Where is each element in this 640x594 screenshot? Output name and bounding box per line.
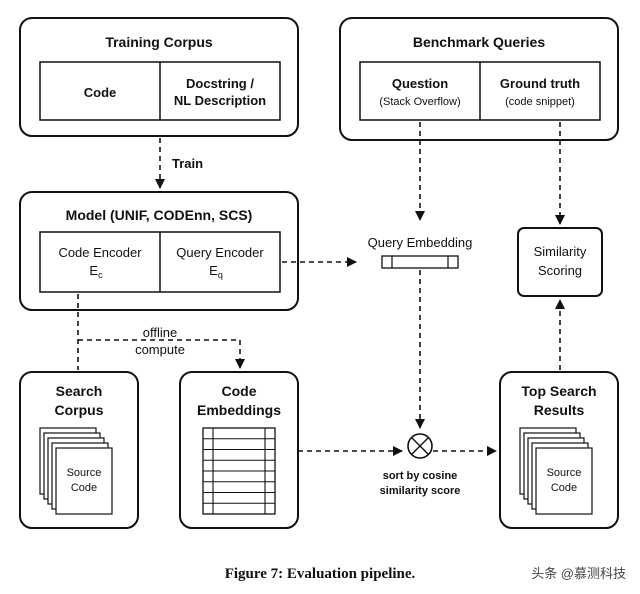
model-box: Model (UNIF, CODEnn, SCS) Code Encoder E… [19,191,299,311]
search-corpus-documents-icon [39,427,113,515]
search-corpus-title-line1: Search [56,383,103,399]
code-encoder-symbol: Ec [89,263,103,280]
watermark: 头条 @慕测科技 [531,566,626,581]
cosine-compare-node [407,433,433,459]
code-embeddings-title-line1: Code [222,383,257,399]
training-corpus-box: Training Corpus Code Docstring / NL Desc… [19,17,299,137]
top-search-results-box: Top Search Results Source Code [499,371,619,529]
sort-label-line1: sort by cosine [383,470,458,482]
training-nl-description-label: NL Description [174,93,266,108]
top-search-results-title-line2: Results [534,402,585,418]
question-label: Question [392,76,448,91]
top-search-results-documents-icon [519,427,593,515]
code-embeddings-title-line2: Embeddings [197,402,281,418]
figure-caption: Figure 7: Evaluation pipeline. [225,566,416,582]
query-encoder-label: Query Encoder [176,245,264,260]
code-embeddings-matrix [202,427,276,515]
model-title: Model (UNIF, CODEnn, SCS) [66,207,253,223]
code-embeddings-box: Code Embeddings [179,371,299,529]
top-search-results-doc-line2: Code [551,482,577,494]
query-embedding-label: Query Embedding [368,235,473,250]
benchmark-queries-box: Benchmark Queries Question (Stack Overfl… [339,17,619,141]
compute-label: compute [135,342,185,357]
search-corpus-doc-line1: Source [67,467,102,479]
training-docstring-label: Docstring / [186,76,254,91]
similarity-scoring-line1: Similarity [534,244,587,259]
ground-truth-label: Ground truth [500,76,580,91]
top-search-results-title-line1: Top Search [521,383,596,399]
sort-label-line2: similarity score [380,485,461,497]
training-corpus-title: Training Corpus [105,34,213,50]
query-embedding-vector [381,255,459,269]
question-source-label: (Stack Overflow) [379,96,460,108]
search-corpus-box: Search Corpus Source Code [19,371,139,529]
top-search-results-doc-line1: Source [547,467,582,479]
search-corpus-title-line2: Corpus [55,402,104,418]
train-label: Train [172,156,203,171]
training-code-label: Code [84,85,117,100]
similarity-scoring-line2: Scoring [538,263,582,278]
search-corpus-doc-line2: Code [71,482,97,494]
code-encoder-label: Code Encoder [58,245,142,260]
query-encoder-symbol: Eq [209,263,223,280]
benchmark-queries-title: Benchmark Queries [413,34,545,50]
ground-truth-source-label: (code snippet) [505,96,575,108]
similarity-scoring-box: Similarity Scoring [517,227,603,297]
offline-label: offline [143,325,177,340]
offline-compute-arrow [78,339,245,369]
